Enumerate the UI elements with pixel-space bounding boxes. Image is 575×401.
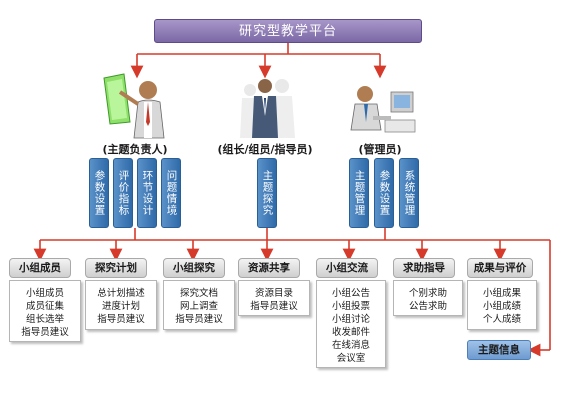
administrator-illustration <box>350 86 416 133</box>
category-item[interactable]: 指导员建议 <box>21 327 69 338</box>
category-body-help-guidance: 个别求助 公告求助 <box>393 280 463 316</box>
button-system-management[interactable]: 系统管理 <box>399 158 419 228</box>
platform-title: 研究型教学平台 <box>154 19 422 43</box>
category-item[interactable]: 网上调查 <box>179 301 218 312</box>
category-head-resource-sharing[interactable]: 资源共享 <box>238 258 300 278</box>
category-body-group-members: 小组成员 成员征集 组长选举 指导员建议 <box>9 280 81 342</box>
presenter-illustration <box>103 73 165 139</box>
category-item[interactable]: 小组讨论 <box>331 314 370 325</box>
category-head-group-communication[interactable]: 小组交流 <box>316 258 378 278</box>
category-item[interactable]: 小组公告 <box>331 288 370 299</box>
role-label-topic-leader: (主题负责人) <box>102 143 168 156</box>
category-item[interactable]: 指导员建议 <box>250 301 298 312</box>
category-item[interactable]: 个别求助 <box>408 288 447 299</box>
category-body-results-evaluation: 小组成果 小组成绩 个人成绩 <box>467 280 537 330</box>
category-head-group-inquiry[interactable]: 小组探究 <box>163 258 225 278</box>
category-item[interactable]: 在线消息 <box>331 340 370 351</box>
category-item[interactable]: 组长选举 <box>25 314 64 325</box>
category-body-inquiry-plan: 总计划描述 进度计划 指导员建议 <box>85 280 157 330</box>
category-head-results-evaluation[interactable]: 成果与评价 <box>467 258 533 278</box>
category-item[interactable]: 公告求助 <box>408 301 447 312</box>
group-members-illustration <box>240 79 295 138</box>
topic-info-button[interactable]: 主题信息 <box>467 340 531 360</box>
category-item[interactable]: 收发邮件 <box>331 327 370 338</box>
button-parameter-settings-admin[interactable]: 参数设置 <box>374 158 394 228</box>
button-problem-situation[interactable]: 问题情境 <box>161 158 181 228</box>
button-parameter-settings-leader[interactable]: 参数设置 <box>89 158 109 228</box>
category-body-group-inquiry: 探究文档 网上调查 指导员建议 <box>163 280 235 330</box>
category-body-resource-sharing: 资源目录 指导员建议 <box>238 280 310 316</box>
role-label-administrator: (管理员) <box>358 143 402 156</box>
category-item[interactable]: 个人成绩 <box>482 314 521 325</box>
button-stage-design[interactable]: 环节设计 <box>137 158 157 228</box>
category-item[interactable]: 小组成绩 <box>482 301 521 312</box>
category-item[interactable]: 指导员建议 <box>175 314 223 325</box>
category-head-inquiry-plan[interactable]: 探究计划 <box>85 258 147 278</box>
role-label-group-member: (组长/组员/指导员) <box>217 143 313 156</box>
button-topic-inquiry[interactable]: 主题探究 <box>257 158 277 228</box>
category-item[interactable]: 小组成员 <box>25 288 64 299</box>
button-topic-management[interactable]: 主题管理 <box>349 158 369 228</box>
category-item[interactable]: 会议室 <box>336 353 366 364</box>
category-item[interactable]: 资源目录 <box>254 288 293 299</box>
category-item[interactable]: 小组投票 <box>331 301 370 312</box>
category-body-group-communication: 小组公告 小组投票 小组讨论 收发邮件 在线消息 会议室 <box>316 280 386 368</box>
category-item[interactable]: 总计划描述 <box>97 288 145 299</box>
category-head-help-guidance[interactable]: 求助指导 <box>393 258 455 278</box>
button-evaluation-index[interactable]: 评价指标 <box>113 158 133 228</box>
category-item[interactable]: 探究文档 <box>179 288 218 299</box>
category-item[interactable]: 指导员建议 <box>97 314 145 325</box>
category-item[interactable]: 成员征集 <box>25 301 64 312</box>
category-item[interactable]: 进度计划 <box>101 301 140 312</box>
category-head-group-members[interactable]: 小组成员 <box>9 258 71 278</box>
category-item[interactable]: 小组成果 <box>482 288 521 299</box>
